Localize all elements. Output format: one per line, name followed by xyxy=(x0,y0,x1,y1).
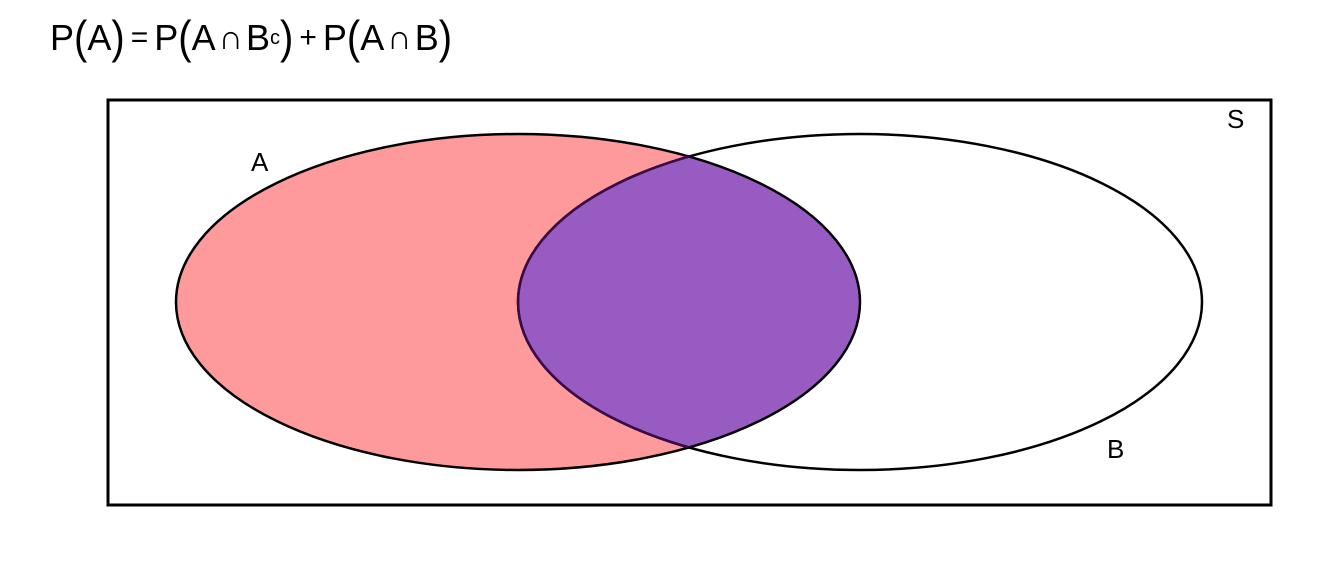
formula-lhs-p: P xyxy=(50,17,75,58)
formula-equals: = xyxy=(130,21,149,54)
sample-space-label: S xyxy=(1227,104,1244,134)
formula-term2-b: B xyxy=(414,17,439,58)
formula-term2-p: P xyxy=(322,17,347,58)
intersection-region xyxy=(518,134,860,470)
formula-open-paren: ( xyxy=(346,12,361,63)
set-b-label: B xyxy=(1107,434,1124,464)
formula-close-paren: ) xyxy=(280,12,294,63)
formula-term1-p: P xyxy=(154,17,179,58)
formula-open-paren: ( xyxy=(178,12,192,63)
set-a-label: A xyxy=(251,147,269,177)
formula-term1-a: A xyxy=(191,17,216,58)
formula-term1-b: B xyxy=(246,17,271,58)
formula-lhs-set: A xyxy=(87,17,112,58)
intersection-outline xyxy=(516,134,860,470)
formula-term2-a: A xyxy=(360,17,385,58)
set-a-outline xyxy=(174,132,862,472)
formula-open-paren: ( xyxy=(74,12,88,63)
formula-intersection-symbol: ∩ xyxy=(387,18,412,57)
formula-plus: + xyxy=(299,21,317,54)
formula-complement-superscript: c xyxy=(270,26,281,49)
formula-close-paren: ) xyxy=(438,12,453,63)
formula-intersection-symbol: ∩ xyxy=(218,18,244,57)
formula-close-paren: ) xyxy=(111,12,125,63)
